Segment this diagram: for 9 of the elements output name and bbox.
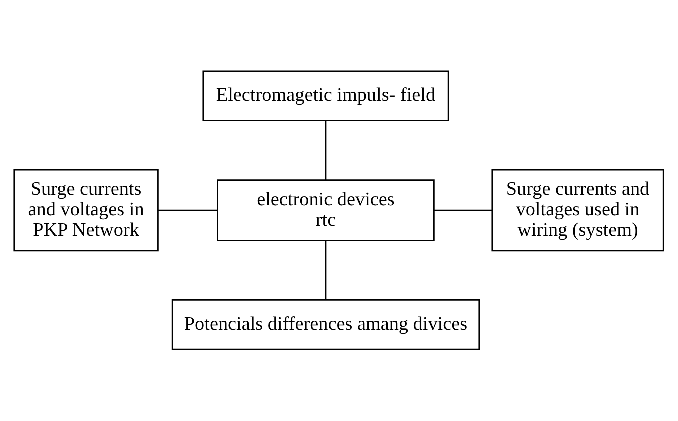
node-box: electronic devices rtc: [217, 180, 435, 242]
connector: [158, 210, 218, 212]
node-box: Potencials differences amang divices: [172, 300, 480, 350]
connector: [325, 121, 327, 180]
node-box: Surge currents and voltages used in wiring (system): [492, 169, 664, 252]
node-box: Surge currents and voltages in PKP Network: [14, 169, 159, 252]
connector: [434, 210, 492, 212]
node-box: Electromagetic impuls- field: [202, 70, 450, 122]
connector: [325, 241, 327, 300]
